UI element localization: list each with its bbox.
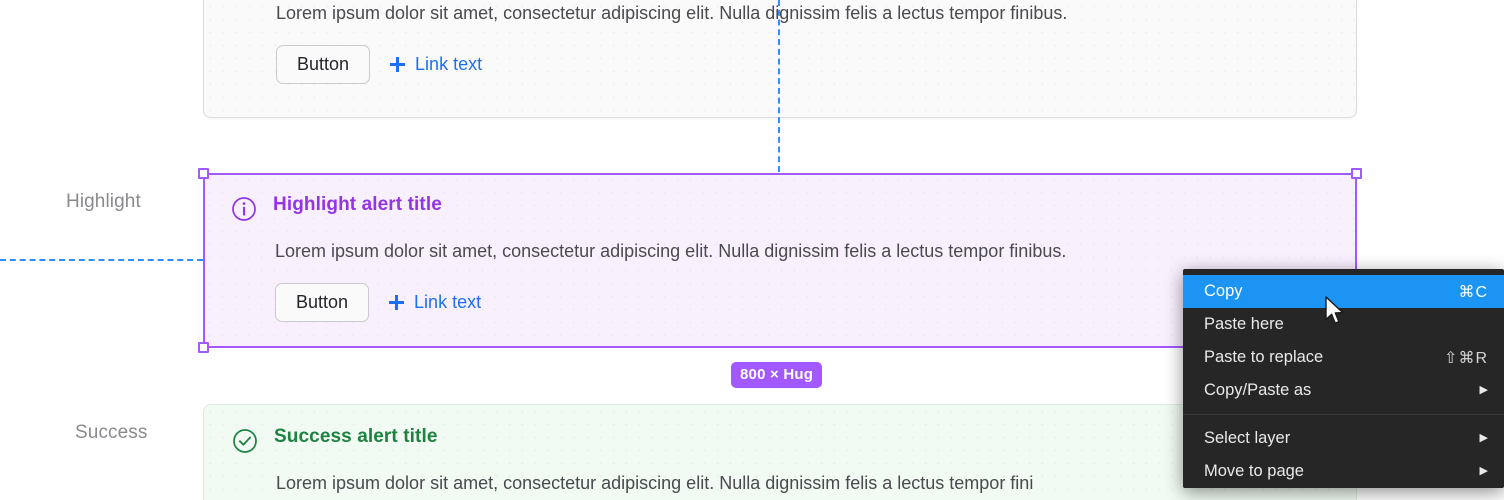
check-circle-icon [232,428,258,459]
alert-button[interactable]: Button [276,45,371,85]
menu-item-copy[interactable]: Copy ⌘C [1183,275,1504,308]
submenu-arrow-icon: ▶ [1479,384,1488,396]
menu-item-paste-here[interactable]: Paste here [1183,308,1504,341]
row-label-highlight: Highlight [66,191,141,212]
menu-item-label: Paste to replace [1204,348,1324,366]
menu-item-label: Copy/Paste as [1204,381,1312,399]
alignment-guide-horizontal [0,259,203,261]
alignment-guide-vertical [778,0,780,172]
info-circle-icon [231,196,257,227]
alert-link[interactable]: Link text [389,292,481,313]
menu-item-select-layer[interactable]: Select layer ▶ [1183,422,1504,455]
menu-item-paste-to-replace[interactable]: Paste to replace ⇧⌘R [1183,341,1504,374]
alert-button[interactable]: Button [275,283,370,323]
alert-body: Lorem ipsum dolor sit amet, consectetur … [276,3,1068,23]
menu-item-label: Select layer [1204,429,1291,447]
menu-separator [1183,414,1504,415]
alert-actions: Button Link text [276,45,1328,85]
alert-title: Highlight alert title [273,194,442,215]
size-badge: 800 × Hug [731,362,823,388]
alert-body: Lorem ipsum dolor sit amet, consectetur … [276,473,1034,493]
alert-actions: Button Link text [275,283,1329,323]
alert-link-label: Link text [414,292,482,313]
context-menu[interactable]: Copy ⌘C Paste here Paste to replace ⇧⌘R … [1183,269,1504,488]
alert-header: Highlight alert title [231,194,1329,227]
plus-icon [390,57,406,73]
menu-item-label: Move to page [1204,462,1304,480]
menu-item-shortcut: ⇧⌘R [1444,349,1488,367]
mouse-cursor [1325,296,1347,333]
alert-header: Success alert title [232,426,1328,459]
submenu-arrow-icon: ▶ [1479,465,1488,477]
alert-body: Lorem ipsum dolor sit amet, consectetur … [275,241,1067,261]
row-label-success: Success [75,422,148,443]
menu-item-label: Copy [1204,282,1243,300]
context-menu-group-1: Copy ⌘C Paste here Paste to replace ⇧⌘R … [1183,275,1504,407]
alert-link-label: Link text [415,54,483,75]
alert-link[interactable]: Link text [390,54,482,75]
menu-item-shortcut: ⌘C [1458,283,1488,301]
alert-card-info[interactable]: Lorem ipsum dolor sit amet, consectetur … [203,0,1357,118]
alert-title: Success alert title [274,426,438,447]
plus-icon [389,295,405,311]
menu-item-move-to-page[interactable]: Move to page ▶ [1183,455,1504,488]
submenu-arrow-icon: ▶ [1479,432,1488,444]
context-menu-group-2: Select layer ▶ Move to page ▶ [1183,422,1504,488]
menu-item-label: Paste here [1204,315,1284,333]
menu-item-copy-paste-as[interactable]: Copy/Paste as ▶ [1183,374,1504,407]
